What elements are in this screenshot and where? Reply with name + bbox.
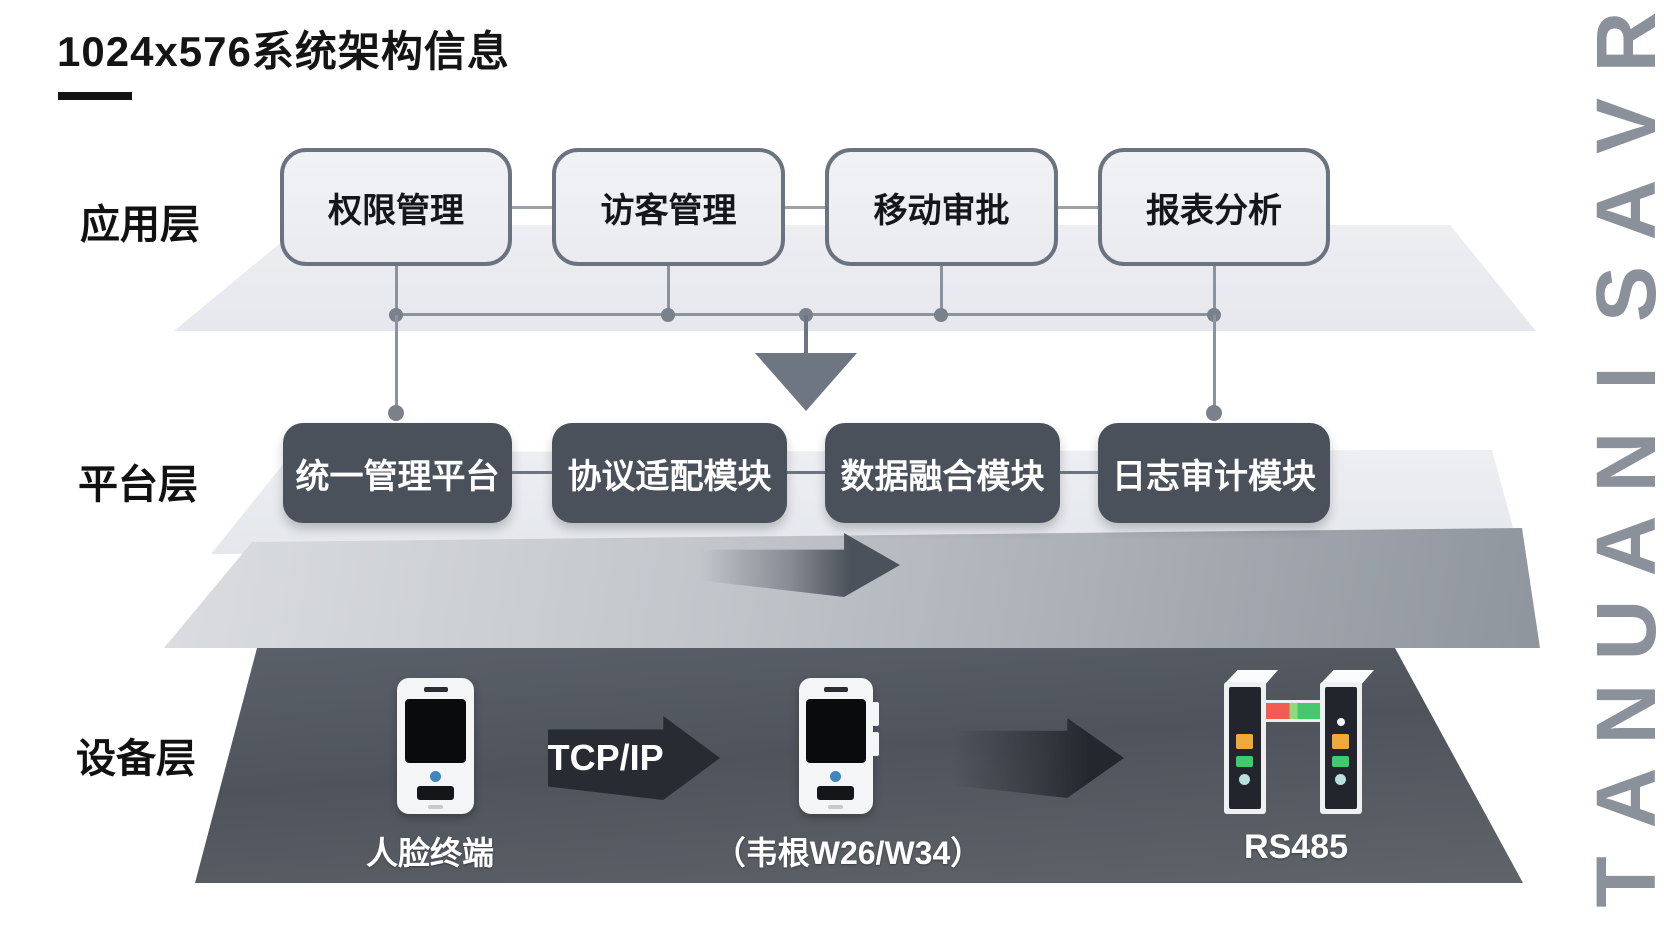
turnstile-gate-icon (1216, 670, 1376, 816)
tcpip-label: TCP/IP (547, 737, 664, 778)
gate-left-pillar (1224, 682, 1266, 814)
gate-top-face (1320, 670, 1374, 684)
platform-box-unified-management: 统一管理平台 (283, 423, 512, 523)
terminal-foot (828, 805, 843, 809)
terminal-camera-dot (830, 771, 841, 782)
app-box-report-analysis: 报表分析 (1098, 148, 1330, 266)
face-terminal-icon (397, 678, 474, 814)
connector-line (785, 206, 825, 209)
gate-top-face (1224, 670, 1278, 684)
terminal-card-slot (417, 786, 454, 800)
gate-right-pillar (1320, 682, 1362, 814)
connector-line (395, 266, 398, 315)
terminal-side-tab (867, 702, 879, 726)
platform-node-dot (1206, 405, 1222, 421)
platform-node-dot (388, 405, 404, 421)
gate-cyan-indicator (1335, 774, 1346, 785)
bus-node-dot (934, 308, 948, 322)
wiegand-terminal-icon (799, 678, 889, 814)
device-layer-label: 设备层 (76, 737, 196, 781)
platform-box-data-fusion: 数据融合模块 (825, 423, 1060, 523)
gate-cyan-indicator (1239, 774, 1250, 785)
app-box-visitor-management: 访客管理 (552, 148, 785, 266)
title-underline (58, 92, 132, 100)
platform-layer-label: 平台层 (78, 463, 198, 507)
watermark-letter: I (1584, 906, 1664, 928)
connector-line (395, 315, 398, 407)
gate-status-bar (1262, 700, 1324, 722)
terminal-card-slot (817, 786, 854, 800)
gate-orange-indicator (1236, 734, 1253, 749)
connector-line (1060, 471, 1098, 474)
gate-green-indicator (1236, 756, 1253, 767)
app-box-mobile-approval: 移动审批 (825, 148, 1058, 266)
gate-white-indicator (1337, 718, 1345, 726)
connector-line (667, 266, 670, 315)
connector-line (1213, 266, 1216, 315)
device-label-wiegand: （韦根W26/W34） (713, 835, 983, 871)
connector-line (512, 206, 552, 209)
connector-line (940, 266, 943, 315)
terminal-foot (428, 805, 443, 809)
terminal-speaker (824, 687, 848, 692)
down-arrow-stem (804, 315, 808, 355)
app-box-permission-management: 权限管理 (280, 148, 512, 266)
connector-line (787, 471, 825, 474)
terminal-screen (806, 699, 866, 763)
terminal-side-tab (867, 732, 879, 756)
connector-line (1058, 206, 1098, 209)
gate-green-indicator (1332, 756, 1349, 767)
connector-line (512, 471, 552, 474)
terminal-camera-dot (430, 771, 441, 782)
connector-line (1213, 315, 1216, 407)
page-title: 1024x576系统架构信息 (57, 28, 510, 75)
platform-box-log-audit: 日志审计模块 (1098, 423, 1330, 523)
watermark-vertical-text: R V A S I N A U N A T I (1566, 0, 1664, 928)
terminal-speaker (424, 687, 448, 692)
device-label-rs485: RS485 (1244, 828, 1348, 866)
platform-box-protocol-adapter: 协议适配模块 (552, 423, 787, 523)
application-layer-label: 应用层 (80, 203, 200, 247)
bus-node-dot (661, 308, 675, 322)
gate-orange-indicator (1332, 734, 1349, 749)
terminal-screen (405, 699, 466, 763)
device-label-face-terminal: 人脸终端 (365, 835, 494, 871)
down-arrow-icon (755, 353, 857, 411)
